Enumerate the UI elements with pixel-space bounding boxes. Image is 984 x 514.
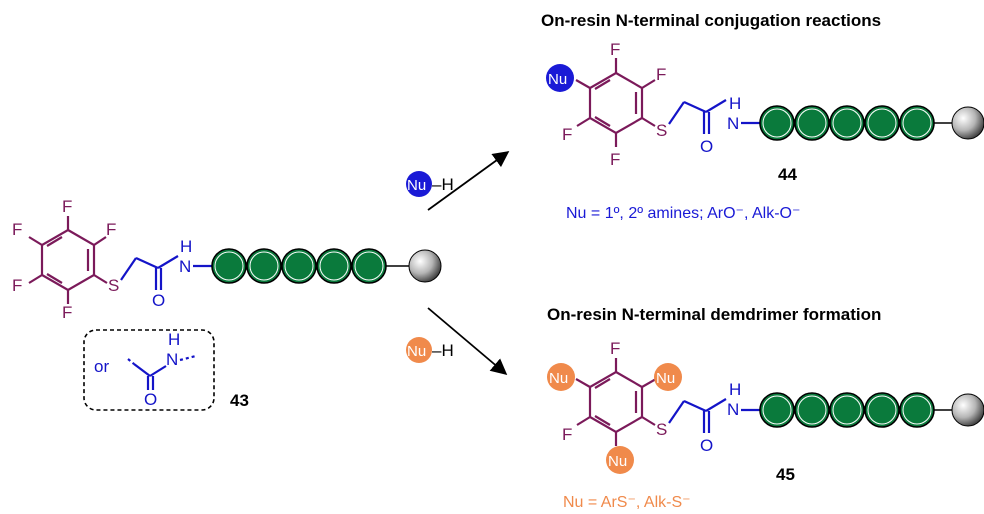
amino-acid-bead: [794, 105, 830, 141]
nu-label: Nu: [548, 71, 567, 88]
atom-F: F: [62, 303, 72, 322]
atom-F: F: [562, 425, 572, 444]
arrow-down: [427, 307, 508, 376]
peptide-beads-43: [211, 248, 412, 284]
nu-label: Nu: [407, 343, 426, 360]
atom-H: H: [729, 380, 741, 399]
compound-number-43: 43: [230, 391, 249, 410]
amino-acid-bead: [902, 108, 932, 138]
top-title: On-resin N-terminal conjugation reaction…: [541, 11, 881, 30]
nu-h-label: –H: [432, 175, 454, 194]
amino-acid-bead: [832, 395, 862, 425]
amino-acid-bead: [797, 108, 827, 138]
amino-acid-bead: [316, 248, 352, 284]
peptide-beads-44: [759, 105, 956, 141]
amino-acid-bead: [867, 395, 897, 425]
atom-F: F: [62, 197, 72, 216]
amino-acid-bead: [762, 395, 792, 425]
amino-acid-bead: [899, 105, 935, 141]
scope-text-45: Nu = ArS⁻, Alk-S⁻: [563, 494, 691, 511]
atom-N: N: [179, 257, 191, 276]
nu-label: Nu: [608, 453, 627, 470]
amino-acid-bead: [864, 392, 900, 428]
atom-F: F: [656, 65, 666, 84]
atom-N: N: [166, 350, 178, 369]
atom-O: O: [152, 291, 165, 310]
nu-blue-circle: [406, 171, 432, 197]
atom-H: H: [168, 330, 180, 349]
ring-43: [28, 216, 108, 304]
nu-orange-circle: [606, 446, 634, 474]
atom-S: S: [108, 276, 119, 295]
atom-N: N: [727, 114, 739, 133]
bottom-title: On-resin N-terminal demdrimer formation: [547, 305, 881, 324]
fluorine-labels-43: F F F F F S: [12, 197, 119, 322]
reagent-bottom: Nu –H: [406, 337, 454, 363]
atom-O: O: [700, 436, 713, 455]
reagent-top: Nu –H: [406, 171, 454, 197]
amino-acid-bead: [214, 251, 244, 281]
amino-acid-bead: [759, 105, 795, 141]
atom-F: F: [12, 220, 22, 239]
atom-O: O: [700, 137, 713, 156]
amino-acid-bead: [902, 395, 932, 425]
compound-number-45: 45: [776, 465, 795, 484]
amino-acid-bead: [281, 248, 317, 284]
scope-text-44: Nu = 1º, 2º amines; ArO⁻, Alk-O⁻: [566, 205, 800, 222]
atom-F: F: [12, 276, 22, 295]
amino-acid-bead: [864, 105, 900, 141]
nu-orange-circle: [547, 363, 575, 391]
amino-acid-bead: [829, 105, 865, 141]
amino-acid-bead: [797, 395, 827, 425]
compound-44: Nu F F F F S O N H: [546, 40, 984, 222]
atom-O: O: [144, 390, 157, 409]
atom-N: N: [727, 400, 739, 419]
atom-S: S: [656, 121, 667, 140]
amino-acid-bead: [832, 108, 862, 138]
amino-acid-bead: [899, 392, 935, 428]
amino-acid-bead: [794, 392, 830, 428]
or-label: or: [94, 357, 109, 376]
alternative-linker-box: or N H O: [83, 329, 215, 411]
resin-sphere: [408, 249, 442, 283]
arrow-up: [427, 151, 510, 211]
nu-label: Nu: [656, 370, 675, 387]
amino-acid-bead: [249, 251, 279, 281]
linker-atoms-43: O N H: [152, 237, 192, 310]
amino-acid-bead: [319, 251, 349, 281]
amino-acid-bead: [762, 108, 792, 138]
amino-acid-bead: [759, 392, 795, 428]
nu-blue-circle: [546, 64, 574, 92]
compound-43: F F F F F S O N H: [12, 197, 442, 411]
nu-label: Nu: [549, 370, 568, 387]
amino-acid-bead: [829, 392, 865, 428]
nu-orange-circle: [406, 337, 432, 363]
amino-acid-bead: [867, 108, 897, 138]
amino-acid-bead: [351, 248, 387, 284]
atom-F: F: [610, 150, 620, 169]
atom-F: F: [610, 339, 620, 358]
atom-F: F: [610, 40, 620, 59]
amino-acid-bead: [211, 248, 247, 284]
reaction-arrows: [427, 151, 510, 376]
atom-S: S: [656, 420, 667, 439]
nu-orange-circle: [654, 363, 682, 391]
peptide-beads-45: [759, 392, 956, 428]
nu-label: Nu: [407, 177, 426, 194]
amino-acid-bead: [284, 251, 314, 281]
resin-sphere: [951, 393, 984, 427]
compound-number-44: 44: [778, 165, 797, 184]
atom-H: H: [729, 94, 741, 113]
resin-sphere: [951, 106, 984, 140]
atom-H: H: [180, 237, 192, 256]
linker-43: [120, 255, 212, 290]
amino-acid-bead: [354, 251, 384, 281]
atom-F: F: [562, 125, 572, 144]
amino-acid-bead: [246, 248, 282, 284]
atom-F: F: [106, 220, 116, 239]
compound-45: Nu Nu Nu F F S O N H: [547, 339, 984, 511]
nu-h-label: –H: [432, 341, 454, 360]
